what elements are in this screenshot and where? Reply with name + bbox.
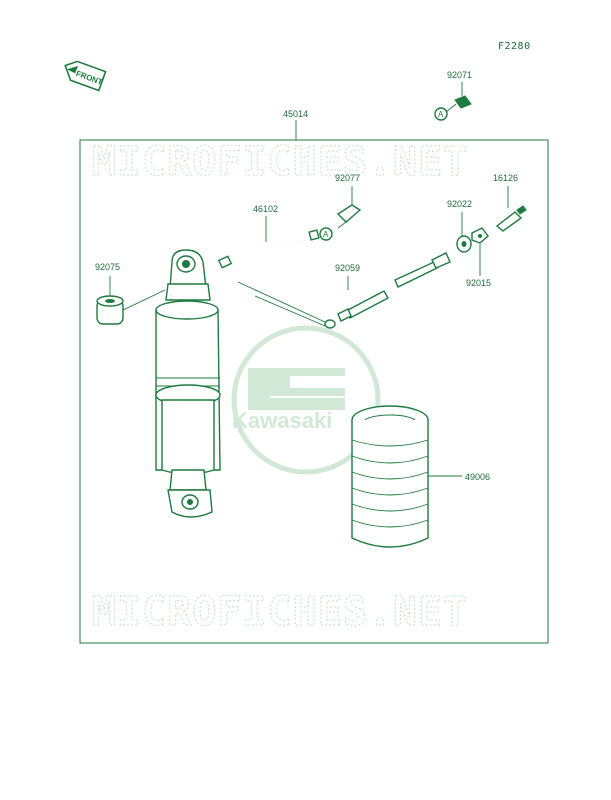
kawasaki-logo: Kawasaki: [231, 325, 381, 475]
assembly-frame: [79, 139, 549, 644]
watermark-bottom: MICROFICHES.NET: [92, 589, 468, 635]
part-92059-bolts: [337, 252, 451, 322]
watermark-top: MICROFICHES.NET: [92, 139, 468, 185]
front-arrow-icon: FRONT: [64, 60, 107, 92]
callout-a-fitting: A: [323, 230, 329, 239]
callout-a-top: A: [438, 110, 444, 119]
part-46102-hose: [217, 216, 320, 269]
logo-text: Kawasaki: [232, 408, 332, 433]
label-92015: 92015: [466, 278, 491, 288]
sheet-code: F2280: [498, 41, 531, 52]
label-92075: 92075: [95, 262, 120, 272]
label-16126: 16126: [493, 173, 518, 183]
label-49006: 49006: [465, 472, 490, 482]
part-92022-washer: [456, 212, 472, 253]
part-92071-cap: A: [434, 82, 472, 121]
label-92059: 92059: [335, 263, 360, 273]
part-92015-nut: [471, 227, 489, 276]
part-o-ring: [237, 281, 336, 329]
part-92077-fitting: A: [319, 186, 362, 241]
part-49006-boot: [351, 405, 462, 548]
part-92075-bushing: [96, 276, 166, 325]
label-92022: 92022: [447, 199, 472, 209]
part-45014-shock-absorber: [155, 249, 221, 518]
label-92071: 92071: [447, 70, 472, 80]
label-92077: 92077: [335, 173, 360, 183]
label-45014: 45014: [283, 109, 308, 119]
label-46102: 46102: [253, 204, 278, 214]
part-16126-valve: [495, 186, 527, 232]
